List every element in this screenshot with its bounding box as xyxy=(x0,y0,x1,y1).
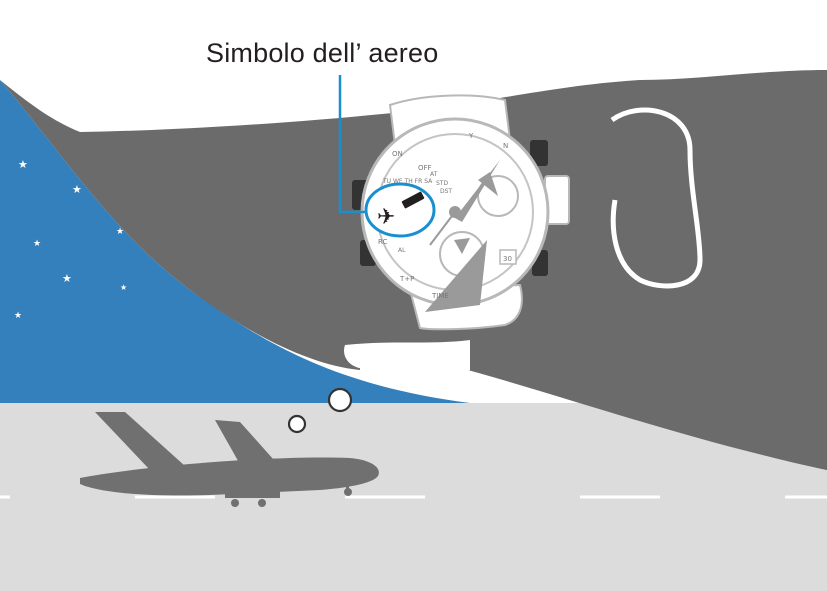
svg-text:ON: ON xyxy=(392,150,403,158)
airplane-symbol-icon: ✈ xyxy=(377,205,395,230)
svg-text:AL: AL xyxy=(398,247,406,254)
svg-text:★: ★ xyxy=(72,183,82,196)
svg-text:AT: AT xyxy=(430,171,438,178)
hand xyxy=(598,98,827,470)
svg-text:Y: Y xyxy=(468,132,474,140)
svg-text:DST: DST xyxy=(440,188,452,195)
svg-text:★: ★ xyxy=(14,311,22,321)
airplane-mode-indicator xyxy=(401,191,425,209)
svg-text:RC: RC xyxy=(378,238,388,246)
svg-text:STD: STD xyxy=(436,180,448,187)
watch: OFF Y N ON TU WE TH FR SA AT STD DST RC … xyxy=(352,117,570,312)
svg-text:★: ★ xyxy=(62,272,72,285)
night-sky xyxy=(0,80,470,403)
svg-text:TIME: TIME xyxy=(431,292,449,300)
svg-text:★: ★ xyxy=(120,283,127,292)
svg-text:★: ★ xyxy=(18,158,28,171)
airplane-symbol-label: Simbolo dell’ aereo xyxy=(206,38,439,68)
thought-bubble-small xyxy=(287,414,307,434)
svg-text:OFF: OFF xyxy=(418,164,432,172)
svg-text:TU WE TH FR SA: TU WE TH FR SA xyxy=(382,178,433,185)
thought-cloud xyxy=(344,340,470,377)
finger-outline xyxy=(610,107,703,289)
svg-text:N: N xyxy=(503,142,508,150)
svg-text:★: ★ xyxy=(116,227,124,237)
thought-bubble-large xyxy=(327,387,353,413)
airplane xyxy=(80,412,379,507)
svg-text:T+P: T+P xyxy=(399,275,414,283)
svg-text:30: 30 xyxy=(503,255,512,263)
callout-leader xyxy=(338,75,366,214)
svg-text:★: ★ xyxy=(33,239,41,249)
